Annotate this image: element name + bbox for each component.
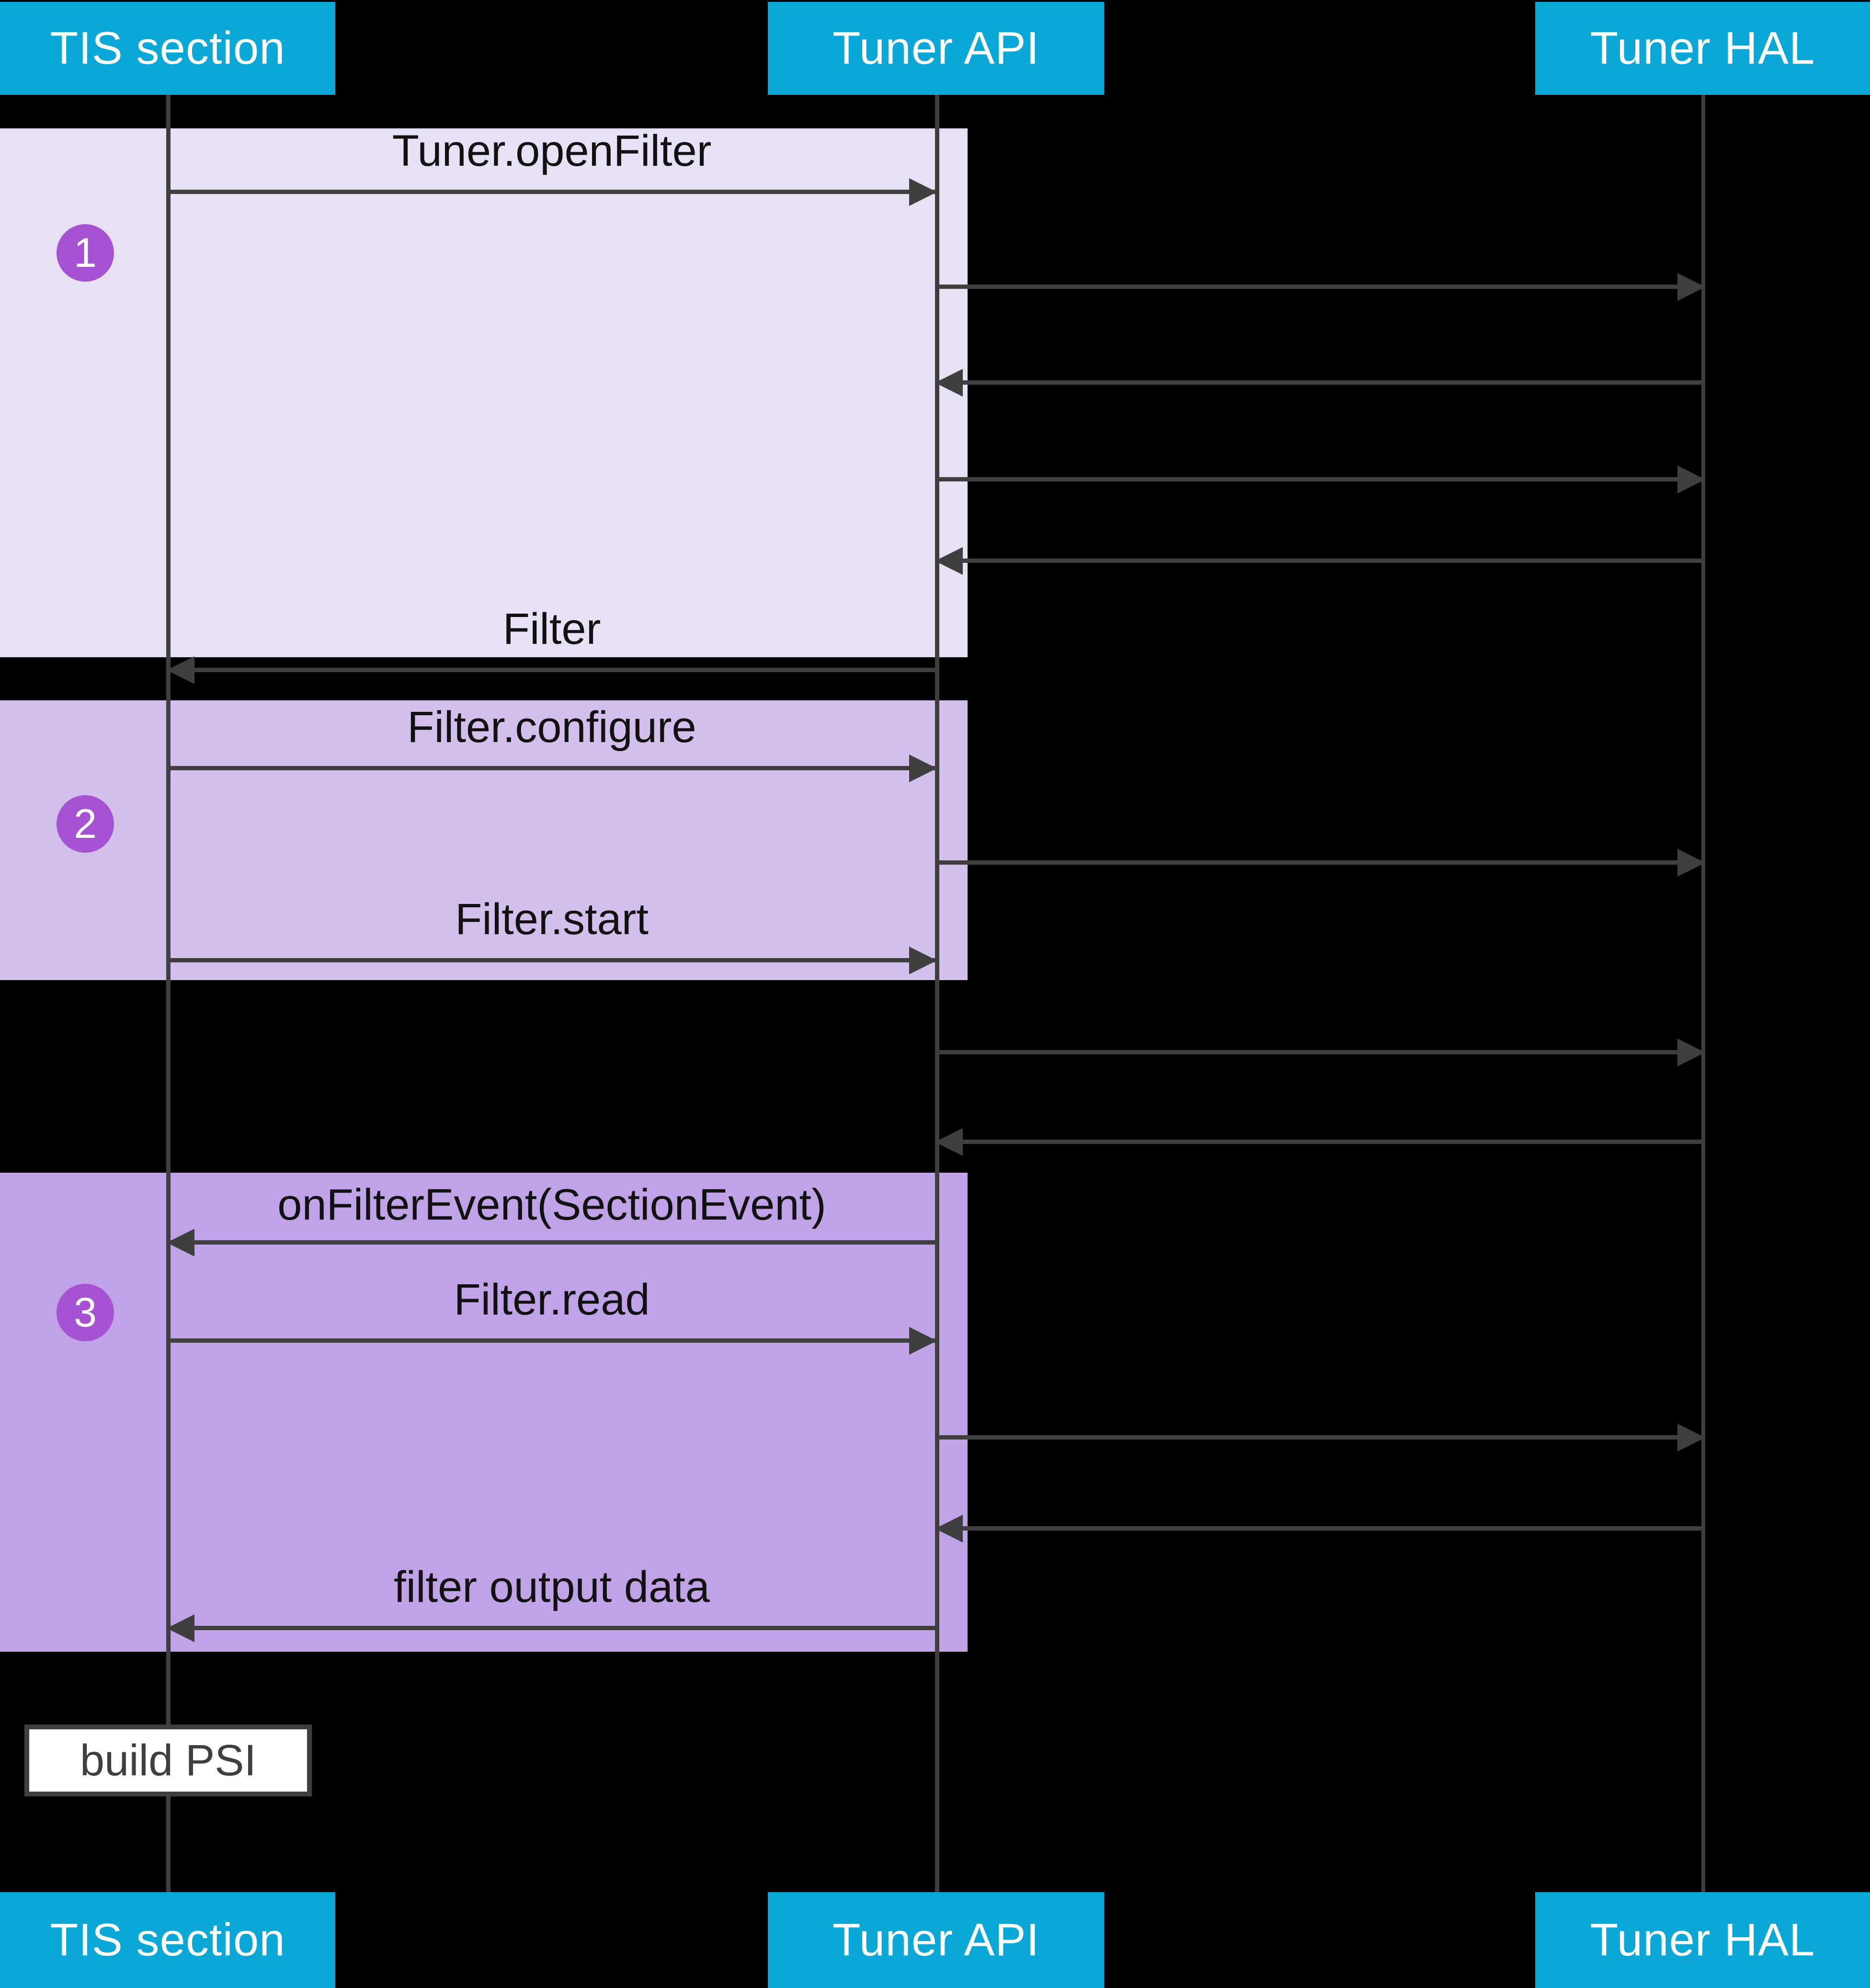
step-2-badge: 2 [57, 795, 114, 853]
step-2-region [0, 700, 968, 980]
step-1-badge: 1 [57, 224, 114, 282]
msg-arrow-api-to-hal-3 [937, 860, 1703, 865]
msg-label-tuner-openfilter: Tuner.openFilter [392, 126, 712, 175]
msg-arrow-hal-to-api-3 [937, 1140, 1703, 1144]
step-1-region [0, 128, 968, 657]
msg-label-filter-start: Filter.start [455, 895, 649, 944]
msg-arrow-api-to-hal-1 [937, 285, 1703, 289]
actor-header-api-bottom: Tuner API [768, 1892, 1104, 1988]
msg-label-on-filter-event: onFilterEvent(SectionEvent) [277, 1180, 826, 1229]
msg-arrow-filter-configure [169, 766, 935, 770]
tuner-hal-lifeline [1701, 95, 1705, 1892]
msg-label-filter-output-data: filter output data [394, 1563, 710, 1611]
tis-lifeline [166, 95, 171, 1892]
actor-header-tis-top: TIS section [0, 2, 335, 95]
msg-arrow-api-to-hal-2 [937, 477, 1703, 481]
msg-arrow-api-to-hal-5 [937, 1435, 1703, 1440]
msg-arrow-hal-to-api-4 [937, 1526, 1703, 1531]
msg-arrow-filter-return [169, 668, 935, 672]
build-psi-note: build PSI [24, 1725, 312, 1796]
msg-arrow-hal-to-api-2 [937, 559, 1703, 563]
msg-arrow-filter-read [169, 1338, 935, 1343]
msg-arrow-filter-output-data [169, 1626, 935, 1630]
msg-arrow-api-to-hal-4 [937, 1050, 1703, 1054]
tuner-api-lifeline [935, 95, 939, 1892]
step-3-region [0, 1173, 968, 1652]
actor-header-api-top: Tuner API [768, 2, 1104, 95]
msg-arrow-tuner-openfilter [169, 190, 935, 194]
msg-label-filter-return: Filter [502, 605, 601, 653]
msg-arrow-on-filter-event [169, 1240, 935, 1245]
msg-arrow-filter-start [169, 958, 935, 962]
msg-label-filter-read: Filter.read [454, 1275, 650, 1324]
actor-header-hal-top: Tuner HAL [1535, 2, 1870, 95]
msg-label-filter-configure: Filter.configure [407, 703, 696, 752]
actor-header-hal-bottom: Tuner HAL [1535, 1892, 1870, 1988]
step-3-badge: 3 [57, 1284, 114, 1341]
msg-arrow-hal-to-api-1 [937, 380, 1703, 385]
actor-header-tis-bottom: TIS section [0, 1892, 335, 1988]
